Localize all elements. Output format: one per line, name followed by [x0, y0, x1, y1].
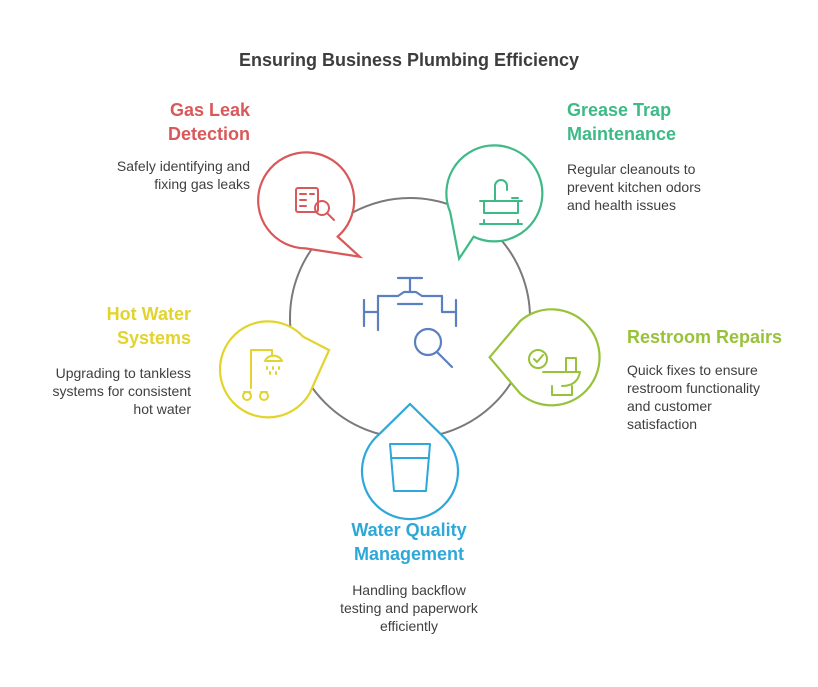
sink-icon: [479, 179, 523, 225]
diagram-title: Ensuring Business Plumbing Efficiency: [238, 50, 580, 70]
gas-leak-desc-line2: fixing gas leaks: [154, 176, 250, 192]
grease-trap-desc-line2: prevent kitchen odors: [567, 179, 701, 195]
restroom-repairs-desc-line1: Quick fixes to ensure: [627, 362, 758, 378]
restroom-repairs-description: Quick fixes to ensure restroom functiona…: [627, 361, 812, 433]
water-quality-drop: [360, 402, 460, 521]
gas-leak-drop: [257, 151, 364, 259]
toilet-check-icon: [528, 349, 581, 396]
restroom-repairs-desc-line2: restroom functionality: [627, 380, 761, 396]
hot-water-description: Upgrading to tankless systems for consis…: [10, 364, 192, 418]
valve-magnifier-icon: [362, 276, 458, 369]
hot-water-desc-line2: systems for consistent: [52, 383, 192, 399]
water-quality-heading-line1: Water Quality: [351, 520, 467, 540]
restroom-repairs-desc-line4: satisfaction: [627, 416, 698, 432]
water-quality-description: Handling backflow testing and paperwork …: [307, 581, 511, 635]
grease-trap-heading-line2: Maintenance: [567, 124, 677, 144]
water-quality-desc-line3: efficiently: [379, 618, 439, 634]
hot-water-heading-line2: Systems: [116, 328, 191, 348]
grease-trap-desc-line3: and health issues: [567, 197, 676, 213]
gas-leak-heading-line2: Detection: [167, 124, 250, 144]
gas-leak-description: Safely identifying and fixing gas leaks: [70, 157, 250, 193]
hot-water-heading: Hot Water Systems: [40, 302, 191, 350]
hot-water-desc-line1: Upgrading to tankless: [55, 365, 191, 381]
grease-trap-heading-line1: Grease Trap: [567, 100, 672, 120]
grease-trap-desc-line1: Regular cleanouts to: [567, 161, 696, 177]
gas-leak-heading: Gas Leak Detection: [100, 98, 250, 146]
hot-water-drop: [218, 320, 331, 419]
hot-water-heading-line1: Hot Water: [106, 304, 191, 324]
water-glass-icon: [389, 443, 431, 492]
restroom-repairs-heading-line1: Restroom Repairs: [627, 327, 783, 347]
gas-leak-heading-line1: Gas Leak: [169, 100, 250, 120]
restroom-repairs-heading: Restroom Repairs: [627, 325, 812, 349]
water-quality-desc-line2: testing and paperwork: [340, 600, 478, 616]
shower-icon: [242, 349, 283, 401]
grease-trap-drop: [445, 144, 544, 262]
restroom-repairs-desc-line3: and customer: [627, 398, 712, 414]
water-quality-desc-line1: Handling backflow: [352, 582, 466, 598]
gas-meter-magnifier-icon: [295, 187, 335, 221]
gas-leak-desc-line1: Safely identifying and: [116, 158, 250, 174]
grease-trap-heading: Grease Trap Maintenance: [567, 98, 767, 146]
water-quality-heading-line2: Management: [353, 544, 465, 564]
hot-water-desc-line3: hot water: [133, 401, 191, 417]
water-quality-heading: Water Quality Management: [307, 518, 511, 566]
restroom-repairs-drop: [488, 308, 601, 407]
grease-trap-description: Regular cleanouts to prevent kitchen odo…: [567, 160, 767, 214]
